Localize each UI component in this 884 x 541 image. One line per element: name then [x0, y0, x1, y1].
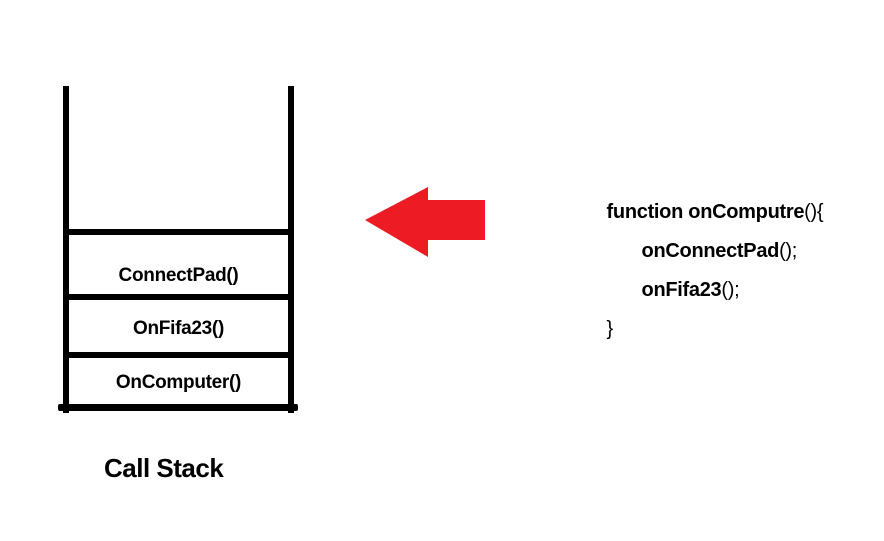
call-stack-caption: Call Stack [104, 453, 224, 483]
code-punctuation: (){ [804, 201, 824, 223]
stack-base-line [58, 404, 298, 411]
stack-right-wall [288, 86, 294, 413]
stack-divider-top [63, 229, 294, 235]
code-snippet: function onComputre(){ onConnectPad(); o… [575, 170, 824, 340]
code-line-closing-brace: } [575, 287, 823, 340]
code-keyword: onConnectPad [641, 240, 780, 262]
code-line-onfifa23-call: onFifa23(); [575, 248, 823, 301]
stack-frame-label: OnFifa23() [133, 318, 224, 339]
stack-frame-label: OnComputer() [115, 372, 242, 393]
stack-frame-label: ConnectPad() [118, 264, 239, 286]
left-arrow-shape [365, 187, 485, 257]
stack-divider-middle [63, 294, 294, 300]
stack-divider-lower [63, 352, 294, 358]
stack-frame-connectpad: ConnectPad() [69, 235, 288, 294]
code-keyword: onFifa23 [641, 279, 722, 301]
stack-left-wall [63, 86, 69, 413]
code-punctuation: } [606, 318, 614, 340]
code-keyword: function onComputre [606, 201, 805, 223]
code-line-onconnectpad-call: onConnectPad(); [575, 209, 823, 262]
code-punctuation: (); [779, 240, 798, 262]
stack-frame-oncomputer: OnComputer() [69, 358, 288, 404]
code-punctuation: (); [721, 279, 740, 301]
stack-frame-onfifa23: OnFifa23() [69, 300, 288, 352]
left-arrow-icon [365, 187, 485, 257]
code-line-function-declaration: function onComputre(){ [575, 170, 824, 223]
